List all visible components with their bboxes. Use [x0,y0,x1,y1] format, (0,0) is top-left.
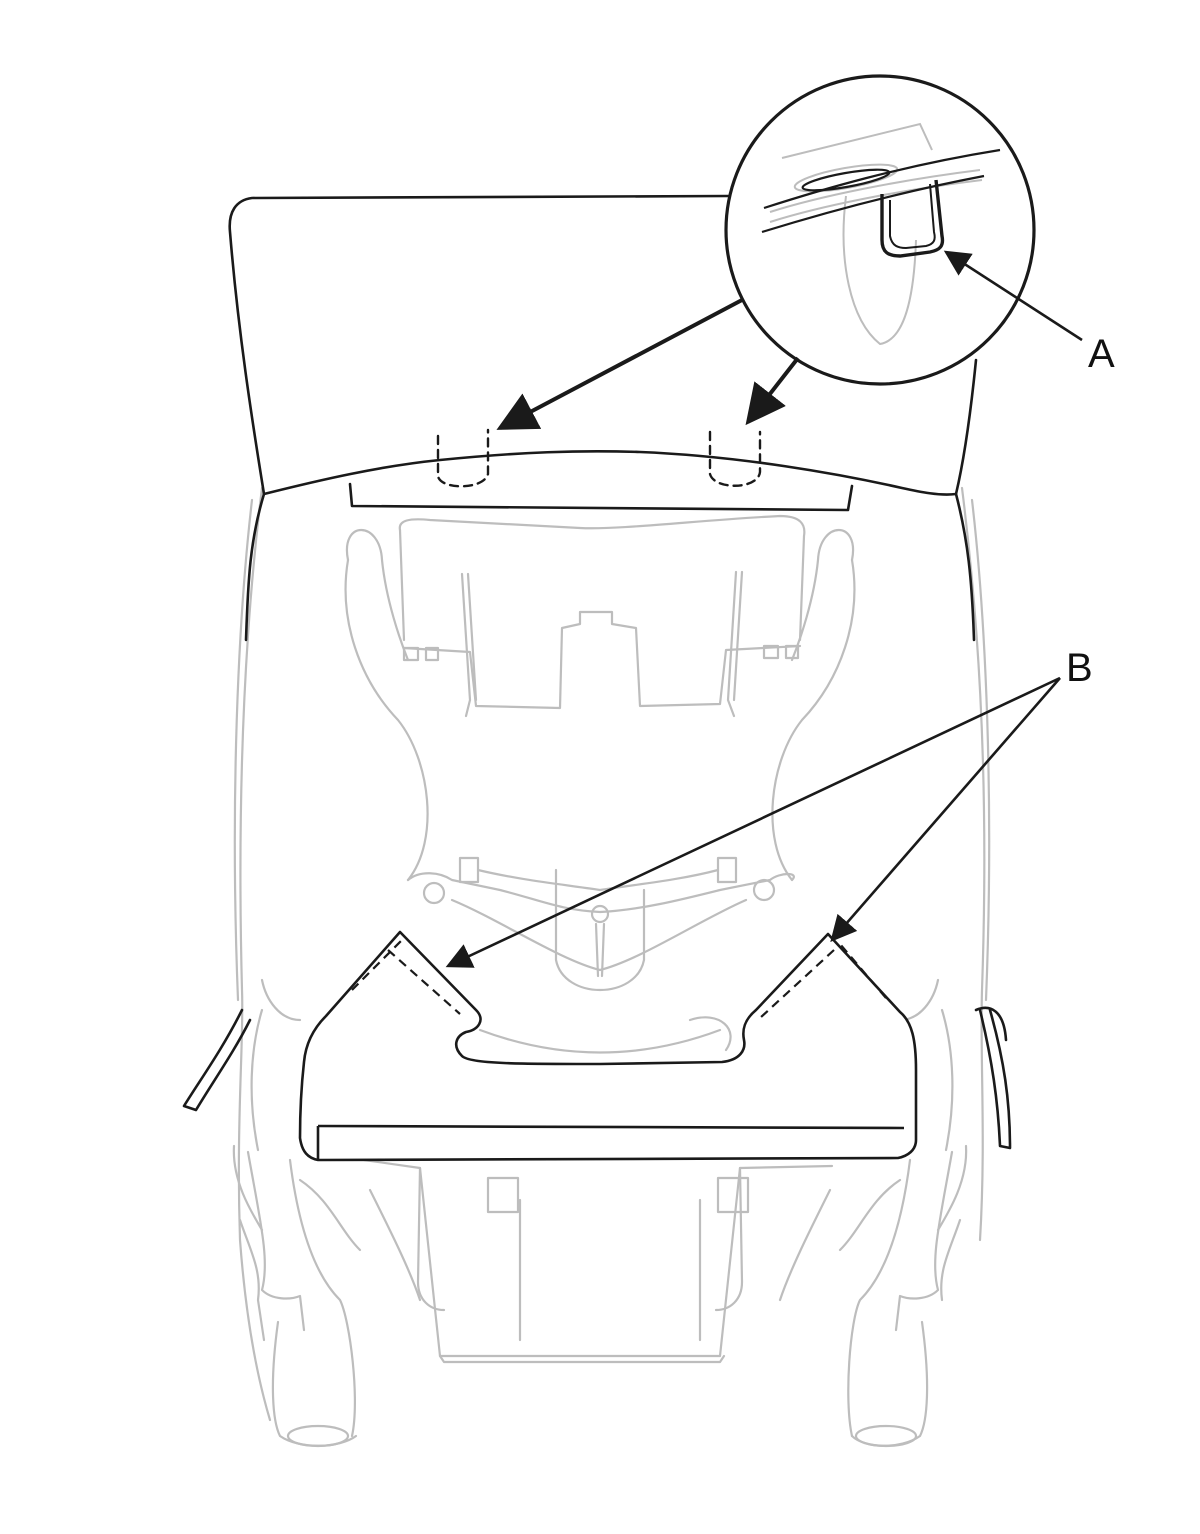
zoom-arrow-right [745,356,800,426]
leader-b-left [445,676,1061,968]
callout-arrows [445,250,1083,968]
leader-a [943,250,1083,342]
callout-label-b: B [1066,646,1093,690]
zoom-detail-circle [724,74,1036,386]
callout-label-a: A [1088,332,1115,376]
seat-frame-faint [232,486,991,1448]
zoom-arrow-left [496,298,743,430]
cushion-fold-lines [351,939,887,1019]
seat-back-cover [182,194,1012,1150]
seat-cushion-panel [298,930,918,1162]
clip-hidden-markers [436,428,762,488]
leader-b-right [830,677,1061,942]
